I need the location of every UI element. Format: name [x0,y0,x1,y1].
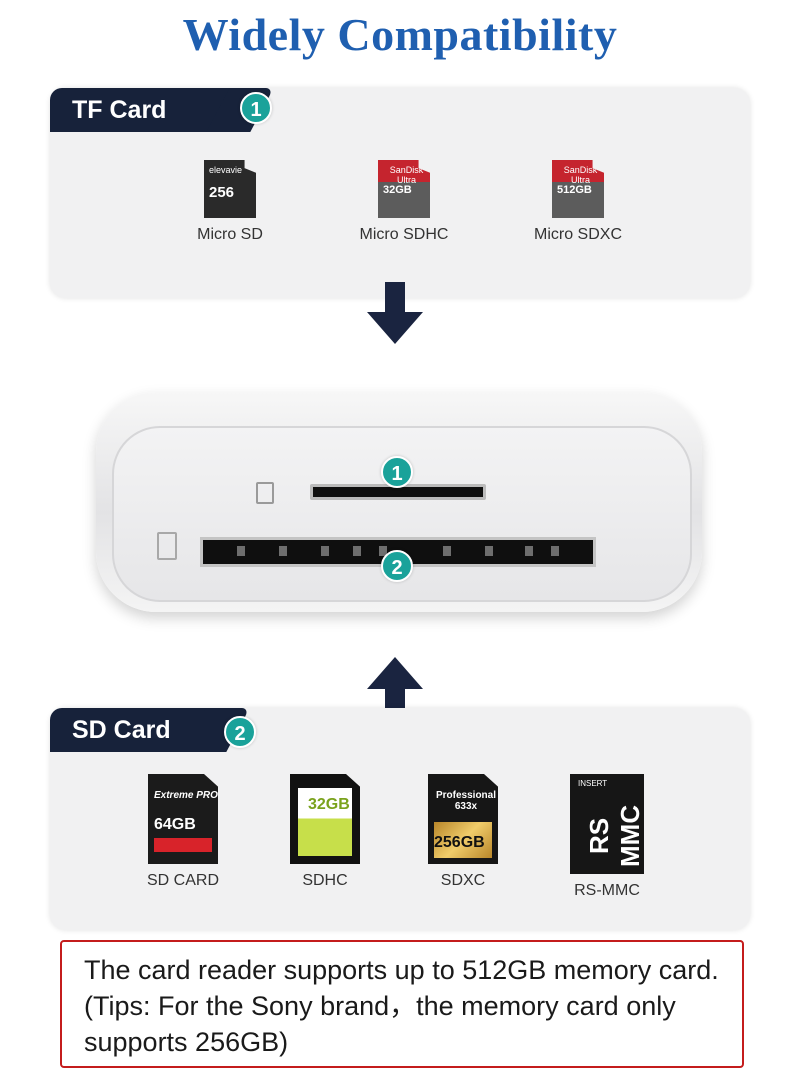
card-micro-sd: elevavie 256 Micro SD [180,160,280,244]
card-sd: Extreme PRO 64GB SD CARD [136,774,230,890]
sdxc-card-icon: Professional 633x 256GB [428,774,498,864]
sdhc-card-icon: 32GB [290,774,360,864]
card-sdhc: 32GB SDHC [278,774,372,890]
arrow-up-icon [367,657,423,719]
sd-number-badge: 2 [224,716,256,748]
tf-card-tab: TF Card [50,88,240,132]
tf-number-badge: 1 [240,92,272,124]
sd-card-tab: SD Card [50,708,216,752]
tf-slot-number-badge: 1 [381,456,413,488]
card-label: Micro SDHC [359,226,449,243]
card-label: RS-MMC [574,882,640,899]
sd-slot-number-badge: 2 [381,550,413,582]
arrow-down-icon [367,282,423,344]
micro-sdxc-card-icon: SanDisk Ultra 512GB [552,160,604,218]
page-title: Widely Compatibility [182,9,618,60]
sd-card-icon: Extreme PRO 64GB [148,774,218,864]
micro-sd-card-icon: elevavie 256 [204,160,256,218]
card-label: SDHC [302,872,348,889]
card-rs-mmc: INSERT RS MMC RS-MMC [560,774,654,900]
sd-symbol-icon [157,532,177,560]
card-sdxc: Professional 633x 256GB SDXC [416,774,510,890]
sd-card-tab-label: SD Card [72,716,171,744]
rs-mmc-card-icon: INSERT RS MMC [570,774,645,874]
card-label: Micro SDXC [533,226,622,243]
card-micro-sdhc: SanDisk Ultra 32GB Micro SDHC [352,160,456,244]
micro-sd-symbol-icon [256,482,274,504]
card-label: SD CARD [146,872,219,889]
card-label: SDXC [440,872,486,889]
support-note: The card reader supports up to 512GB mem… [60,940,744,1068]
card-label: Micro SD [197,226,263,243]
card-micro-sdxc: SanDisk Ultra 512GB Micro SDXC [525,160,631,244]
micro-sdhc-card-icon: SanDisk Ultra 32GB [378,160,430,218]
tf-card-tab-label: TF Card [72,96,167,124]
